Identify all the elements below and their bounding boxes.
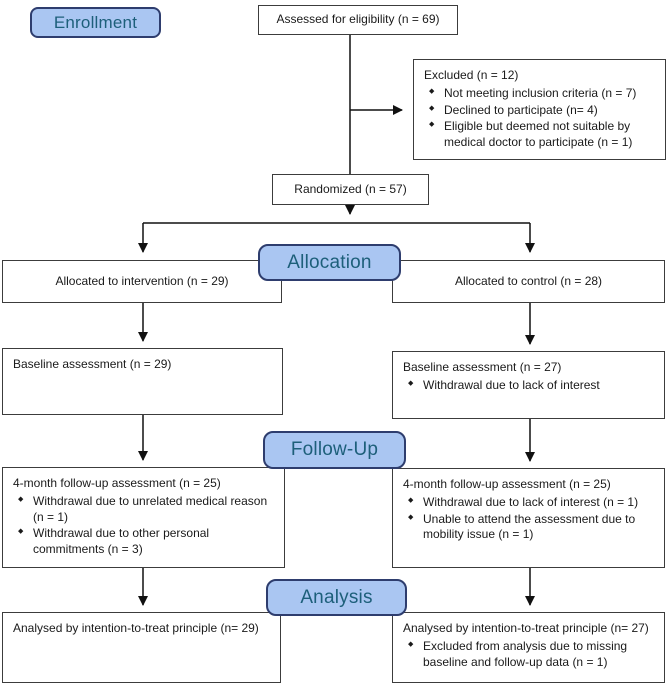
bullet-item: Declined to participate (n= 4): [424, 103, 659, 119]
stage-tab-analysis: Analysis: [266, 579, 407, 616]
stage-tab-followup: Follow-Up: [263, 431, 406, 469]
box-allocated-intervention: Allocated to intervention (n = 29): [2, 260, 282, 303]
box-allocated-intervention-text: Allocated to intervention (n = 29): [55, 273, 229, 288]
stage-tab-enrollment: Enrollment: [30, 7, 161, 38]
box-excluded-title: Excluded (n = 12): [424, 68, 519, 82]
bullet-item: Withdrawal due to unrelated medical reas…: [13, 494, 278, 526]
box-baseline-control-title: Baseline assessment (n = 27): [403, 360, 562, 374]
box-randomized: Randomized (n = 57): [272, 174, 429, 205]
box-analysis-intervention-title: Analysed by intention-to-treat principle…: [13, 621, 259, 635]
box-followup-control: 4-month follow-up assessment (n = 25) Wi…: [392, 468, 665, 568]
box-allocated-control-text: Allocated to control (n = 28): [454, 273, 603, 288]
box-followup-control-title: 4-month follow-up assessment (n = 25): [403, 477, 611, 491]
bullet-item: Not meeting inclusion criteria (n = 7): [424, 86, 659, 102]
stage-tab-allocation: Allocation: [258, 244, 401, 281]
bullet-item: Withdrawal due to lack of interest: [403, 378, 658, 394]
box-assessed-text: Assessed for eligibility (n = 69): [276, 12, 440, 27]
box-analysis-control-title: Analysed by intention-to-treat principle…: [403, 621, 649, 635]
box-baseline-intervention: Baseline assessment (n = 29): [2, 348, 283, 415]
box-baseline-control: Baseline assessment (n = 27) Withdrawal …: [392, 351, 665, 419]
box-analysis-intervention: Analysed by intention-to-treat principle…: [2, 612, 281, 683]
box-followup-intervention-title: 4-month follow-up assessment (n = 25): [13, 476, 221, 490]
box-followup-control-bullets: Withdrawal due to lack of interest (n = …: [403, 495, 658, 543]
bullet-item: Withdrawal due to lack of interest (n = …: [403, 495, 658, 511]
box-randomized-text: Randomized (n = 57): [294, 181, 407, 196]
box-baseline-control-bullets: Withdrawal due to lack of interest: [403, 378, 658, 394]
bullet-item: Withdrawal due to other personal commitm…: [13, 526, 278, 558]
bullet-item: Excluded from analysis due to missing ba…: [403, 639, 658, 671]
box-excluded: Excluded (n = 12) Not meeting inclusion …: [413, 59, 666, 160]
box-assessed-eligibility: Assessed for eligibility (n = 69): [258, 5, 458, 35]
box-followup-intervention: 4-month follow-up assessment (n = 25) Wi…: [2, 467, 285, 568]
box-analysis-control-bullets: Excluded from analysis due to missing ba…: [403, 639, 658, 671]
box-excluded-bullets: Not meeting inclusion criteria (n = 7)De…: [424, 86, 659, 151]
bullet-item: Eligible but deemed not suitable by medi…: [424, 119, 659, 151]
box-allocated-control: Allocated to control (n = 28): [392, 260, 665, 303]
bullet-item: Unable to attend the assessment due to m…: [403, 512, 658, 544]
box-baseline-intervention-title: Baseline assessment (n = 29): [13, 357, 172, 371]
box-followup-intervention-bullets: Withdrawal due to unrelated medical reas…: [13, 494, 278, 558]
box-analysis-control: Analysed by intention-to-treat principle…: [392, 612, 665, 683]
